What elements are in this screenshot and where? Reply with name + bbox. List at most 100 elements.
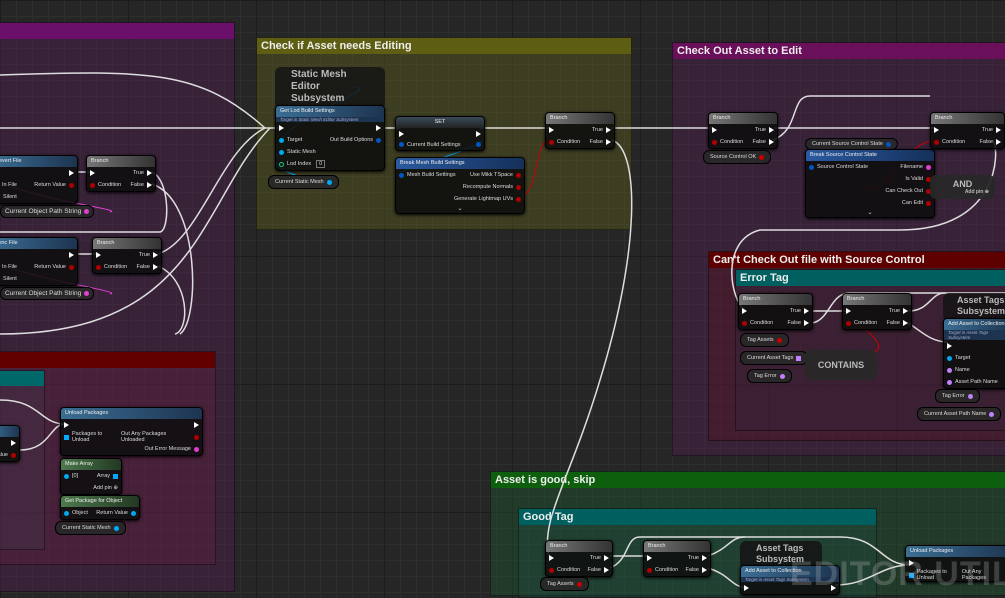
exec-pin[interactable]: [831, 585, 836, 591]
array-pin[interactable]: [64, 434, 69, 440]
exec-pin[interactable]: [96, 252, 101, 258]
exec-pin[interactable]: [647, 555, 652, 561]
array-pin[interactable]: [113, 473, 118, 479]
name-pin[interactable]: [779, 373, 785, 379]
exec-pin[interactable]: [147, 182, 152, 188]
struct-pin[interactable]: [809, 164, 814, 170]
exec-pin[interactable]: [549, 127, 554, 133]
object-pin[interactable]: [279, 137, 284, 143]
bool-pin[interactable]: [69, 182, 74, 188]
var-current-asset-path-name[interactable]: Current Asset Path Name: [917, 407, 1002, 421]
exec-pin[interactable]: [804, 320, 809, 326]
exec-pin[interactable]: [64, 422, 69, 428]
bool-pin[interactable]: [712, 139, 717, 145]
exec-pin[interactable]: [90, 170, 95, 176]
var-current-asset-tags[interactable]: Current Asset Tags: [740, 351, 809, 365]
exec-pin[interactable]: [947, 343, 952, 349]
exec-pin[interactable]: [742, 308, 747, 314]
bool-pin[interactable]: [516, 196, 521, 202]
struct-pin[interactable]: [476, 142, 481, 147]
expand-chevron-icon[interactable]: ⌄: [457, 206, 463, 212]
var-tag-error[interactable]: Tag Error: [747, 369, 792, 383]
object-pin[interactable]: [113, 525, 119, 531]
var-tag-assets[interactable]: Tag Assets: [740, 333, 789, 347]
contains-node[interactable]: CONTAINS: [805, 350, 877, 380]
bool-pin[interactable]: [69, 264, 74, 270]
set-pin[interactable]: [796, 355, 802, 361]
exec-pin[interactable]: [194, 422, 199, 428]
exec-pin[interactable]: [279, 125, 284, 131]
bool-pin[interactable]: [549, 139, 554, 145]
bool-pin[interactable]: [759, 154, 765, 160]
exec-pin[interactable]: [604, 567, 609, 573]
exec-pin[interactable]: [476, 130, 481, 137]
bool-pin[interactable]: [96, 264, 101, 270]
string-pin[interactable]: [926, 164, 931, 170]
struct-pin[interactable]: [399, 172, 404, 178]
exec-pin[interactable]: [996, 127, 1001, 133]
expand-chevron-icon[interactable]: ⌄: [867, 210, 873, 216]
bool-pin[interactable]: [926, 176, 931, 182]
object-pin[interactable]: [64, 510, 69, 516]
var-current-static-mesh[interactable]: Current Static Mesh: [268, 175, 339, 189]
object-pin[interactable]: [326, 179, 332, 185]
exec-pin[interactable]: [934, 127, 939, 133]
exec-pin[interactable]: [153, 252, 158, 258]
var-current-object-path-string[interactable]: Current Object Path String: [0, 205, 95, 218]
exec-pin[interactable]: [549, 555, 554, 561]
exec-pin[interactable]: [399, 130, 404, 137]
exec-pin[interactable]: [376, 125, 381, 131]
name-pin[interactable]: [989, 411, 995, 417]
bool-pin[interactable]: [647, 567, 652, 573]
bool-pin[interactable]: [742, 320, 747, 326]
var-current-static-mesh[interactable]: Current Static Mesh: [55, 521, 126, 535]
bool-pin[interactable]: [516, 172, 521, 178]
var-current-object-path-string[interactable]: Current Object Path String: [0, 287, 95, 300]
var-source-control-ok[interactable]: Source Control OK: [703, 150, 772, 164]
exec-pin[interactable]: [769, 139, 774, 145]
exec-pin[interactable]: [712, 127, 717, 133]
exec-pin[interactable]: [604, 555, 609, 561]
bool-pin[interactable]: [90, 182, 95, 188]
var-tag-error[interactable]: Tag Error: [935, 389, 980, 403]
name-pin[interactable]: [947, 379, 952, 385]
bool-pin[interactable]: [776, 337, 782, 343]
exec-pin[interactable]: [909, 560, 914, 566]
bool-pin[interactable]: [934, 139, 939, 145]
name-pin[interactable]: [947, 367, 952, 373]
bool-pin[interactable]: [926, 200, 931, 206]
exec-pin[interactable]: [11, 440, 16, 446]
object-pin[interactable]: [131, 510, 136, 516]
exec-pin[interactable]: [903, 308, 908, 314]
asset-tags-subsystem-node[interactable]: Asset Tags Subsystem: [740, 541, 822, 569]
exec-pin[interactable]: [606, 139, 611, 145]
exec-pin[interactable]: [769, 127, 774, 133]
asset-tags-subsystem-node[interactable]: Asset Tags Subsystem: [943, 293, 1005, 321]
exec-pin[interactable]: [69, 252, 74, 258]
struct-pin[interactable]: [885, 141, 891, 147]
exec-pin[interactable]: [702, 555, 707, 561]
var-tag-assets[interactable]: Tag Assets: [540, 577, 589, 591]
struct-pin[interactable]: [376, 137, 381, 143]
bool-pin[interactable]: [11, 452, 16, 458]
